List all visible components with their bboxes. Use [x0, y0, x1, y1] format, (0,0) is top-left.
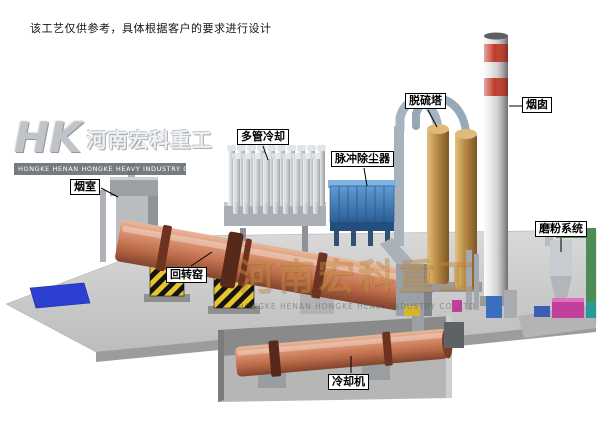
- cooling-tube: [242, 153, 251, 214]
- cooling-tube: [312, 153, 321, 214]
- label-grinding-system: 磨粉系统: [535, 221, 587, 237]
- leader-multi-tube-cooling: [262, 145, 269, 161]
- grinder-main-unit: [552, 298, 584, 318]
- cooler-riding-ring: [382, 331, 393, 366]
- cooler-riding-ring: [268, 340, 282, 377]
- disclaimer-text: 该工艺仅供参考，具体根据客户的要求进行设计: [30, 22, 272, 35]
- label-chimney: 烟囱: [522, 97, 552, 113]
- cooling-tube: [252, 153, 261, 214]
- cooling-tube: [232, 153, 241, 214]
- blue-foundation-pad: [29, 282, 91, 309]
- leader-lines: [100, 105, 562, 373]
- kiln-riding-ring: [155, 224, 172, 272]
- cooling-tube: [292, 153, 301, 214]
- label-cooler: 冷却机: [328, 374, 369, 390]
- leader-desulfurization-tower: [427, 109, 438, 128]
- cooling-tube: [282, 153, 291, 214]
- logo-company-name-en: HONGKE HENAN HONGKE HEAVY INDUSTRY CO.,L…: [14, 163, 212, 175]
- cooling-tube: [302, 153, 311, 214]
- cooling-tube: [262, 153, 271, 214]
- company-logo: HK 河南宏科重工 HONGKE HENAN HONGKE HEAVY INDU…: [14, 116, 213, 175]
- label-desulfurization-tower: 脱硫塔: [405, 93, 446, 109]
- leader-pulse-dust-collector: [363, 167, 368, 187]
- cooler-assembly: [235, 322, 464, 388]
- chimney-stack: [480, 32, 512, 306]
- kiln-girth-gear: [219, 231, 244, 289]
- cooling-tube: [272, 153, 281, 214]
- leader-rotary-kiln: [190, 251, 213, 267]
- label-rotary-kiln: 回转窑: [166, 267, 207, 283]
- label-multi-tube-cooling: 多管冷却: [237, 129, 289, 145]
- label-smoke-chamber: 烟室: [70, 179, 100, 195]
- logo-monogram: HK: [14, 113, 82, 162]
- auxiliary-parts: [404, 300, 462, 316]
- leader-smoke-chamber: [100, 187, 119, 198]
- kiln-riding-ring: [311, 252, 328, 299]
- pulse-dust-collector-unit: [328, 126, 404, 246]
- cyclone-separator: [550, 240, 572, 276]
- label-pulse-dust-collector: 脉冲除尘器: [331, 151, 394, 167]
- logo-company-name-cn: 河南宏科重工: [86, 127, 213, 152]
